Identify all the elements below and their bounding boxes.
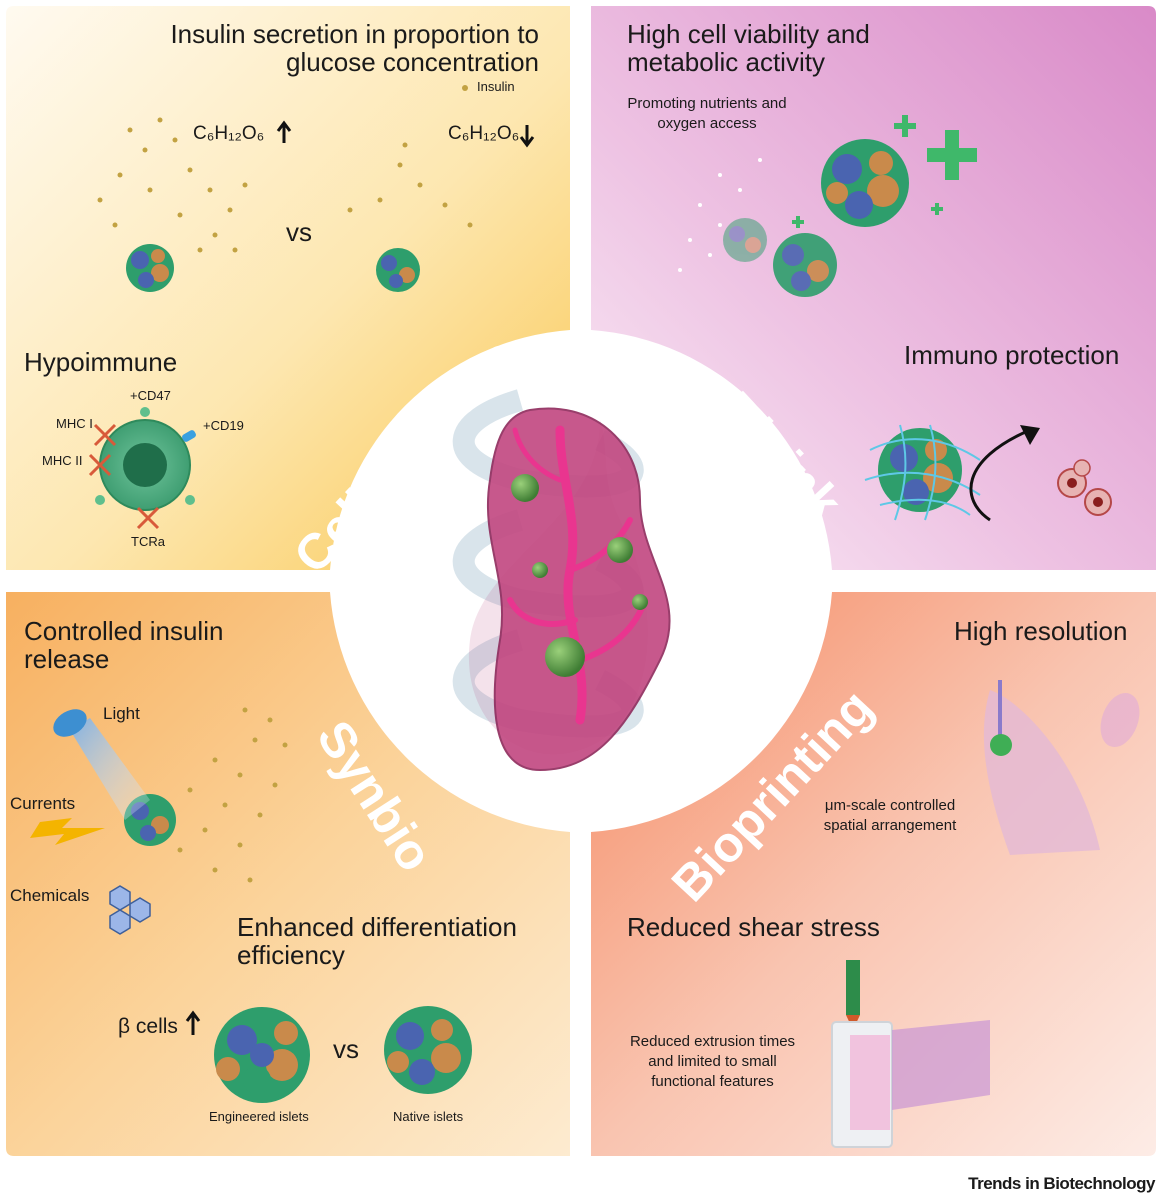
synbio-heading: Controlled insulin release [24, 616, 224, 674]
chemicals-label: Chemicals [10, 886, 90, 905]
beta-cells-label: β cells [118, 1015, 178, 1038]
bioink-heading: High cell viability and metabolic activi… [627, 19, 870, 77]
cd19-label: +CD19 [203, 418, 244, 433]
engineered-islets-label: Engineered islets [209, 1109, 309, 1124]
islet-cluster-native [384, 1006, 472, 1094]
panel-bioink [591, 6, 1156, 570]
cell-sources-heading: Insulin secretion in proportion to gluco… [170, 19, 539, 77]
bioink-subtext: Promoting nutrients and oxygen access [627, 95, 787, 132]
cd47-label: +CD47 [130, 388, 171, 403]
light-label: Light [103, 704, 140, 723]
plus-icon [792, 115, 977, 228]
tissue-illustration [983, 680, 1140, 855]
hypoimmune-cell-icon [88, 407, 196, 530]
light-source-icon [53, 709, 150, 820]
immune-cell-icon [1057, 459, 1112, 516]
extrusion-cartridge-illustration [831, 960, 990, 1148]
tcra-label: TCRa [131, 534, 165, 549]
bioprinting-subtext: μm-scale controlled spatial arrangement [823, 797, 957, 834]
currents-label: Currents [10, 794, 76, 813]
arrow-up-icon [276, 120, 292, 143]
glucose-low-label: C₆H₁₂O₆ [448, 123, 520, 144]
lightning-icon [30, 818, 105, 845]
insulin-legend: Insulin [477, 79, 515, 94]
immuno-protection-heading: Immuno protection [904, 340, 1120, 370]
vs-label: vs [333, 1034, 359, 1064]
high-resolution-heading: High resolution [954, 616, 1128, 646]
differentiation-heading: Enhanced differentiation efficiency [237, 912, 517, 970]
shear-stress-subtext: Reduced extrusion times and limited to s… [629, 1033, 796, 1090]
islet-cluster [821, 139, 909, 227]
native-islets-label: Native islets [393, 1109, 464, 1124]
shear-stress-heading: Reduced shear stress [627, 912, 880, 942]
escape-arrow-icon [969, 428, 1031, 522]
journal-credit: Trends in Biotechnology [968, 1174, 1155, 1193]
islet-cluster [864, 424, 981, 521]
mhc2-label: MHC II [42, 453, 83, 468]
vs-label: vs [286, 217, 312, 247]
arrow-up-icon [185, 1010, 201, 1035]
pancreas-illustration [452, 389, 671, 772]
islet-cluster [773, 233, 837, 297]
mhc1-label: MHC I [56, 416, 93, 431]
hypoimmune-heading: Hypoimmune [24, 347, 178, 377]
islet-cluster-engineered [214, 1007, 310, 1103]
oxygen-dots [678, 158, 762, 272]
insulin-dots [97, 85, 473, 883]
islet-cluster [723, 218, 767, 262]
islet-cluster [376, 248, 420, 292]
islet-cluster [126, 244, 174, 292]
chemical-structure-icon [109, 885, 151, 935]
glucose-high-label: C₆H₁₂O₆ [193, 123, 265, 144]
arrow-down-icon [519, 125, 535, 148]
